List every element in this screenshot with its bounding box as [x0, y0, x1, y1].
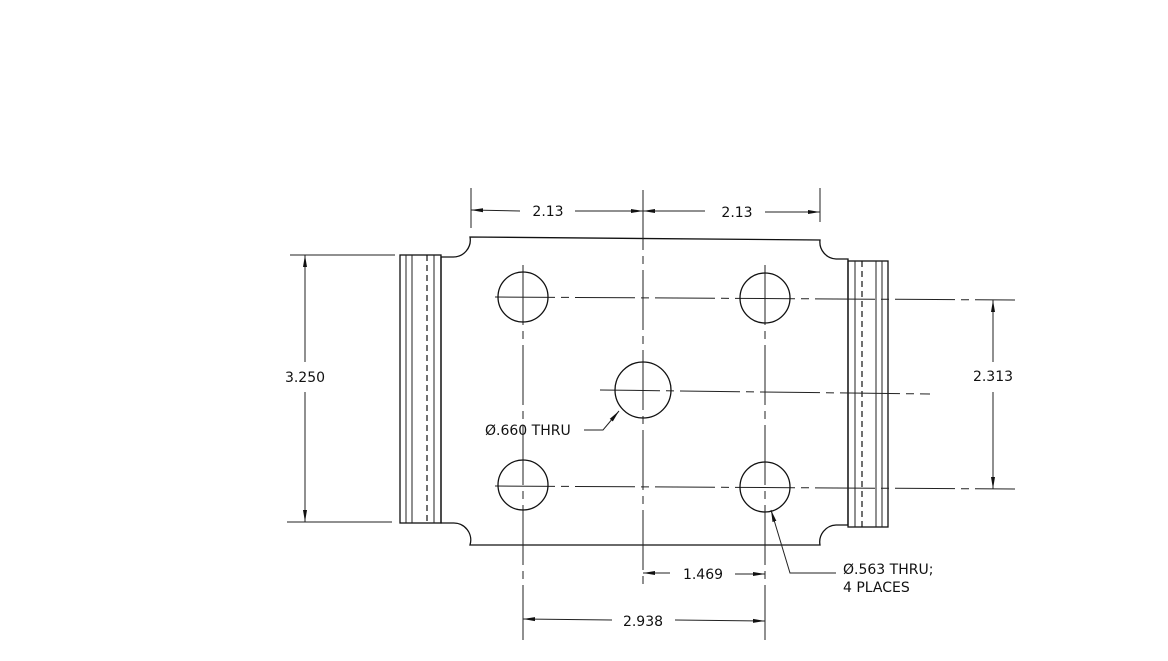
plate-outline: [440, 236, 849, 546]
dimension-right: 2.313: [973, 300, 1013, 489]
callout-center-hole-text: Ø.660 THRU: [485, 423, 571, 439]
callout-corner-holes: Ø.563 THRU; 4 PLACES: [770, 509, 933, 596]
callout-corner-holes-line2: 4 PLACES: [843, 580, 910, 596]
hole-top-left: [497, 271, 549, 323]
dim-left-height: 3.250: [285, 370, 325, 386]
hole-bottom-left: [497, 459, 549, 511]
hole-bottom-right: [739, 461, 791, 513]
dim-top-left: 2.13: [532, 204, 563, 220]
dimension-bottom: 1.469 2.938: [522, 567, 766, 630]
dimension-left: 3.250: [285, 254, 395, 523]
dim-top-right: 2.13: [721, 205, 752, 221]
dimension-top: 2.13 2.13: [470, 188, 821, 228]
right-flange: [847, 260, 889, 528]
dim-center-offset: 1.469: [683, 567, 723, 583]
hole-center: [614, 361, 672, 419]
center-lines: [494, 190, 1016, 640]
callout-center-hole: Ø.660 THRU: [485, 410, 620, 439]
left-flange: [399, 254, 442, 524]
dim-bottom-spacing: 2.938: [623, 614, 663, 630]
dim-right-spacing: 2.313: [973, 369, 1013, 385]
callout-corner-holes-line1: Ø.563 THRU;: [843, 562, 933, 578]
hole-top-right: [739, 272, 791, 324]
